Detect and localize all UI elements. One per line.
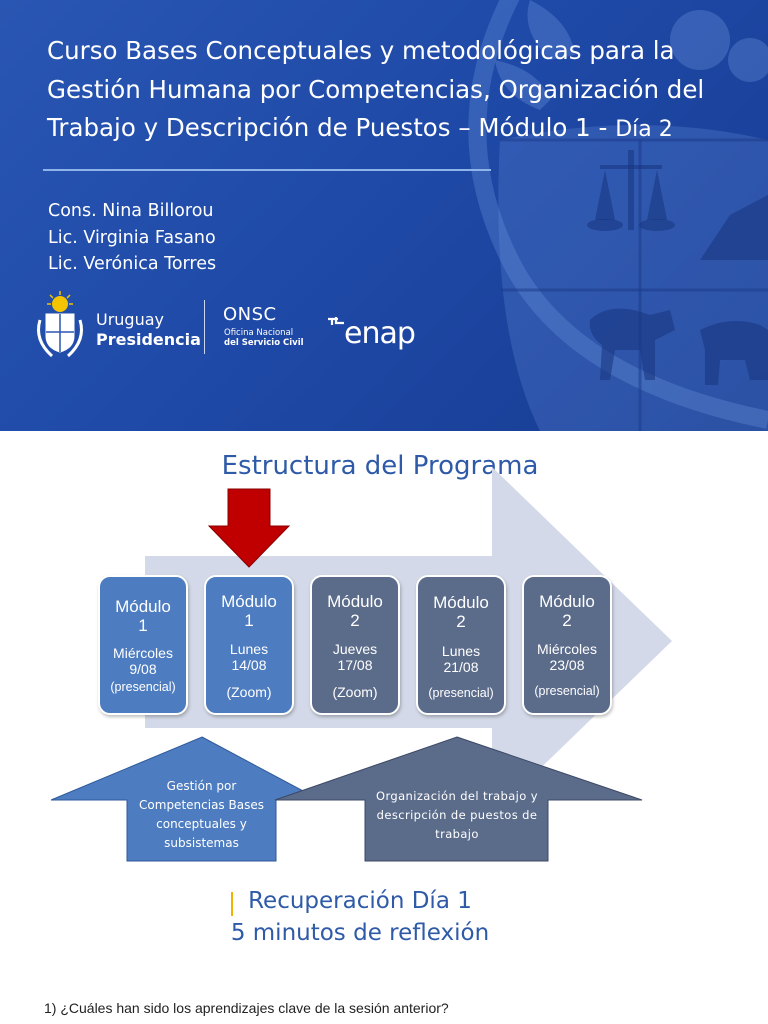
module-number: 2 — [562, 611, 572, 630]
module-card-5: Módulo 2 Miércoles 23/08 (presencial) — [522, 575, 612, 715]
module-label: Módulo — [115, 597, 171, 616]
reflection-question: 1) ¿Cuáles han sido los aprendizajes cla… — [44, 1000, 449, 1016]
work-organization-line-1: Organización del trabajo y — [376, 789, 538, 803]
module-number: 1 — [244, 611, 254, 630]
competencies-line-4: subsistemas — [164, 836, 239, 850]
enap-mark-icon — [328, 317, 344, 325]
module-label: Módulo — [539, 592, 595, 611]
module-day: Jueves — [332, 641, 378, 657]
title-line-3: Trabajo y Descripción de Puestos – Módul… — [47, 113, 616, 142]
competencies-block-text: Gestión por Competencias Bases conceptua… — [127, 777, 276, 853]
module-mode: (Zoom) — [226, 684, 272, 700]
module-day: Miércoles — [537, 641, 597, 657]
onsc-subtitle-line-2: del Servicio Civil — [224, 338, 304, 348]
enap-logo-text: enap — [344, 316, 416, 351]
title-line-1: Curso Bases Conceptuales y metodológicas… — [47, 36, 675, 65]
module-number: 1 — [138, 616, 148, 635]
module-mode: (presencial) — [428, 686, 494, 700]
course-title: Curso Bases Conceptuales y metodológicas… — [47, 32, 757, 150]
module-card-3: Módulo 2 Jueves 17/08 (Zoom) — [310, 575, 400, 715]
work-organization-up-arrow-shape — [274, 736, 643, 862]
recovery-title: Recuperación Día 1 — [248, 888, 472, 914]
title-line-2: Gestión Humana por Competencias, Organiz… — [47, 74, 705, 104]
module-mode: (presencial) — [534, 684, 600, 698]
module-card-2: Módulo 1 Lunes 14/08 (Zoom) — [204, 575, 294, 715]
competencies-line-3: conceptuales y — [156, 817, 247, 831]
module-card-1: Módulo 1 Miércoles 9/08 (presencial) — [98, 575, 188, 715]
work-organization-block-text: Organización del trabajo y descripción d… — [360, 787, 554, 844]
title-day: Día 2 — [615, 117, 673, 142]
authors-list: Cons. Nina Billorou Lic. Virginia Fasano… — [48, 198, 216, 278]
current-module-pointer-icon — [207, 488, 291, 568]
competencies-line-2: Competencias Bases — [139, 798, 264, 812]
module-day: Miércoles — [113, 645, 173, 661]
recovery-heading: Recuperación Día 1 5 minutos de reflexió… — [0, 885, 720, 949]
text-cursor — [231, 892, 233, 916]
uruguay-coat-of-arms-icon — [37, 291, 83, 358]
module-label: Módulo — [327, 592, 383, 611]
logo-divider — [204, 300, 205, 354]
module-mode: (Zoom) — [332, 684, 378, 700]
author-1: Cons. Nina Billorou — [48, 201, 214, 221]
coat-of-arms-watermark-icon — [468, 0, 768, 431]
work-organization-line-2: descripción de puestos de — [376, 808, 538, 822]
module-day: Lunes — [441, 643, 481, 659]
module-date: 14/08 — [231, 657, 267, 673]
module-date: 23/08 — [549, 657, 585, 673]
uruguay-label: Uruguay — [96, 310, 164, 329]
module-card-4: Módulo 2 Lunes 21/08 (presencial) — [416, 575, 506, 715]
module-day: Lunes — [229, 641, 269, 657]
program-diagram — [50, 467, 672, 862]
module-number: 2 — [350, 611, 360, 630]
title-slide: Curso Bases Conceptuales y metodológicas… — [0, 0, 768, 431]
title-divider — [43, 169, 491, 171]
institution-logos: Uruguay Presidencia ONSC Oficina Naciona… — [32, 288, 432, 368]
onsc-logo-text: ONSC — [223, 304, 277, 325]
onsc-subtitle-line-1: Oficina Nacional — [224, 328, 294, 338]
module-label: Módulo — [221, 592, 277, 611]
module-date: 17/08 — [337, 657, 373, 673]
module-number: 2 — [456, 612, 466, 631]
work-organization-line-3: trabajo — [435, 827, 479, 841]
program-structure-slide: Estructura del Programa Módulo 1 Miércol… — [0, 431, 768, 1024]
recovery-subtitle: 5 minutos de reflexión — [230, 920, 490, 946]
author-2: Lic. Virginia Fasano — [48, 227, 216, 248]
presidencia-label: Presidencia — [96, 330, 201, 349]
module-mode: (presencial) — [110, 680, 176, 694]
program-title: Estructura del Programa — [221, 451, 539, 481]
module-date: 9/08 — [129, 661, 157, 677]
module-label: Módulo — [433, 593, 489, 612]
timeline-arrow-shape — [145, 467, 672, 815]
author-3: Lic. Verónica Torres — [48, 254, 217, 274]
module-date: 21/08 — [443, 659, 479, 675]
competencies-line-1: Gestión por — [166, 779, 237, 793]
